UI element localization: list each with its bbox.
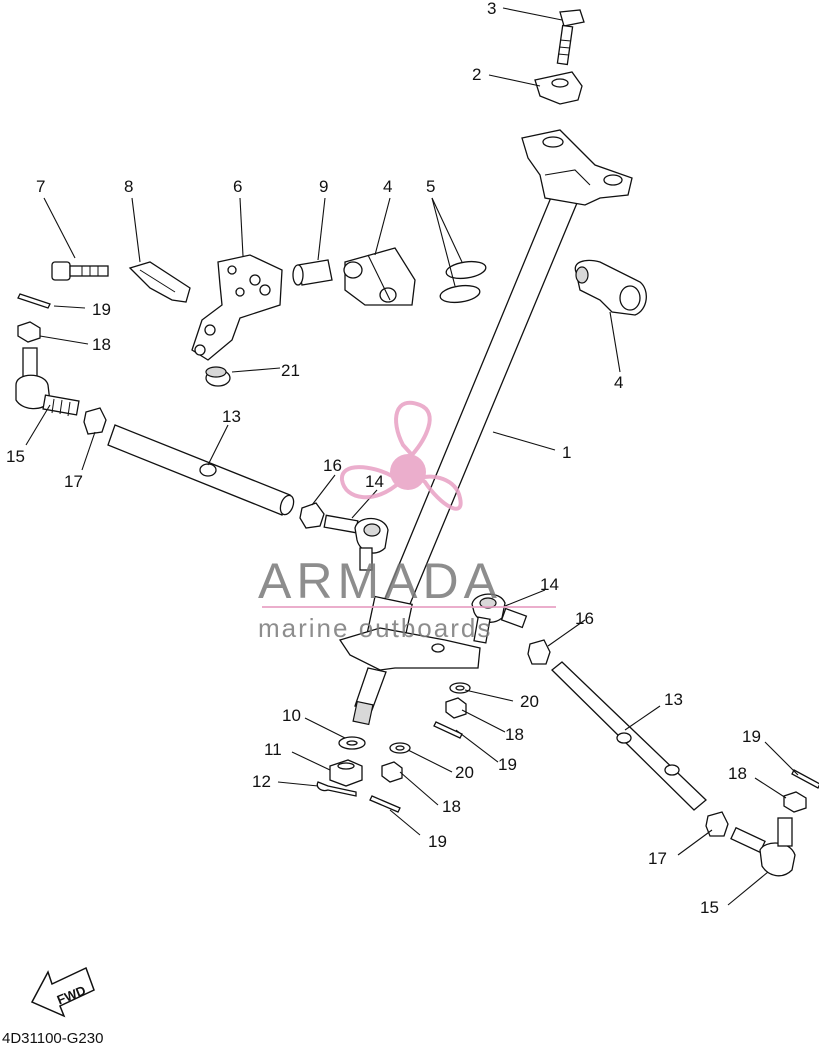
callout-21: 21 (281, 361, 300, 380)
part-nut-center-upper[interactable] (445, 697, 467, 719)
part-cotter-pin-right-top[interactable] (791, 769, 819, 789)
callout-7: 7 (36, 177, 45, 196)
callout-13-right: 13 (664, 690, 683, 709)
callout-8: 8 (124, 177, 133, 196)
callout-16-left: 16 (323, 456, 342, 475)
callout-15-left: 15 (6, 447, 25, 466)
part-nut-right-top[interactable] (783, 791, 807, 813)
part-bolt-top[interactable] (556, 9, 585, 66)
watermark-tagline: marine outboards (258, 613, 492, 643)
part-nut-right-tie[interactable] (527, 639, 551, 665)
part-bushing-holder-left[interactable] (343, 247, 416, 306)
callout-1: 1 (562, 443, 571, 462)
callout-labels: 1 2 3 4 4 5 6 7 8 9 10 11 12 13 13 14 14… (6, 0, 761, 917)
part-collar[interactable] (292, 259, 333, 286)
part-nut-left-top[interactable] (17, 321, 41, 343)
part-locknut-left[interactable] (83, 407, 107, 435)
forward-direction-icon: FWD (30, 966, 95, 1018)
callout-19-center-upper: 19 (498, 755, 517, 774)
part-bushing-holder-right[interactable] (574, 259, 647, 316)
callout-2: 2 (472, 65, 481, 84)
part-ball-joint-right[interactable] (471, 593, 528, 644)
callout-17-left: 17 (64, 472, 83, 491)
part-ball-joint-left[interactable] (323, 514, 389, 571)
callout-3: 3 (487, 0, 496, 18)
part-nut-center-lower[interactable] (381, 761, 403, 783)
callout-18-center-lower: 18 (442, 797, 461, 816)
part-tie-rod-end-right[interactable] (730, 817, 796, 877)
callout-6: 6 (233, 177, 242, 196)
part-plate[interactable] (128, 261, 191, 303)
part-cotter-pin-center-lower[interactable] (369, 795, 401, 813)
callout-13-left: 13 (222, 407, 241, 426)
callout-18-center-upper: 18 (505, 725, 524, 744)
callout-9: 9 (319, 177, 328, 196)
part-circlips[interactable] (439, 259, 487, 304)
part-cotter-pin-center-upper[interactable] (433, 721, 463, 739)
part-tie-rod-left[interactable] (107, 424, 296, 516)
callout-18-right: 18 (728, 764, 747, 783)
callout-16-right: 16 (575, 609, 594, 628)
leader-lines (25, 7, 799, 906)
part-tie-rod-right[interactable] (551, 661, 707, 811)
callout-10: 10 (282, 706, 301, 725)
callout-4-right: 4 (614, 373, 623, 392)
callout-19-left: 19 (92, 300, 111, 319)
watermark-brand: ARMADA (258, 553, 502, 609)
callout-20-lower: 20 (455, 763, 474, 782)
callout-5: 5 (426, 177, 435, 196)
part-steering-shaft[interactable] (338, 129, 633, 726)
part-washer-upper[interactable] (449, 682, 471, 694)
callout-14-right: 14 (540, 575, 559, 594)
callout-17-right: 17 (648, 849, 667, 868)
callout-19-right: 19 (742, 727, 761, 746)
part-tie-rod-end-left[interactable] (15, 347, 80, 417)
callout-15-right: 15 (700, 898, 719, 917)
part-washer-10[interactable] (338, 736, 366, 750)
callout-11: 11 (264, 740, 282, 759)
part-bolt-left[interactable] (51, 261, 109, 281)
callout-18-left: 18 (92, 335, 111, 354)
callout-4-left: 4 (383, 177, 392, 196)
part-cotter-pin-left-top[interactable] (17, 293, 51, 309)
callout-14-left: 14 (365, 472, 384, 491)
part-washer-lower[interactable] (389, 742, 411, 754)
part-castle-nut[interactable] (329, 759, 363, 787)
diagram-code: 4D31100-G230 (2, 1030, 103, 1046)
callout-12: 12 (252, 772, 271, 791)
callout-19-center-lower: 19 (428, 832, 447, 851)
part-bracket[interactable] (191, 254, 283, 361)
part-grommet[interactable] (205, 366, 231, 387)
watermark: ARMADA marine outboards (258, 400, 556, 643)
part-collar-top[interactable] (534, 71, 583, 105)
callout-20-upper: 20 (520, 692, 539, 711)
part-cotter-pin-12[interactable] (316, 781, 357, 797)
propeller-logo-icon (340, 400, 463, 511)
part-nut-left-tie[interactable] (299, 502, 325, 529)
